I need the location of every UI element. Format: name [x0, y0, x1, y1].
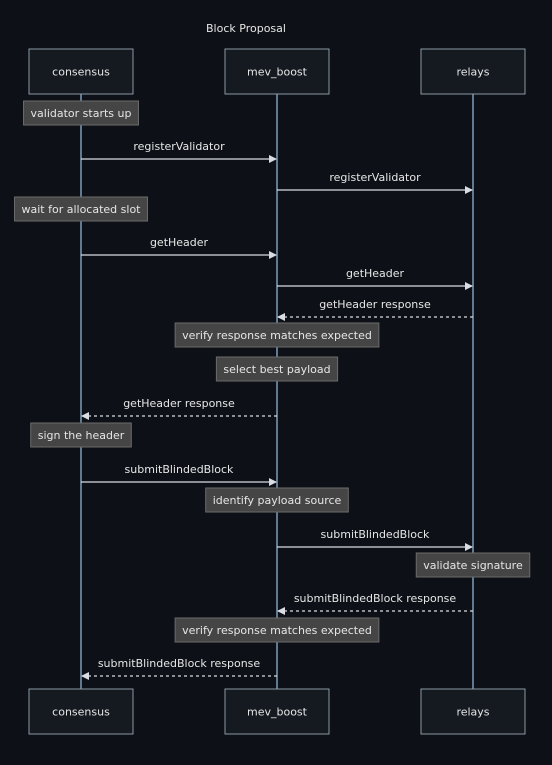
- actor-relays-top: relays: [420, 48, 526, 95]
- note-box: [174, 617, 380, 643]
- note-text: wait for allocated slot: [22, 203, 142, 216]
- message-label: submitBlindedBlock response: [98, 657, 261, 670]
- message: submitBlindedBlock response: [277, 592, 473, 615]
- actor-label: relays: [456, 66, 489, 79]
- note-box: [415, 552, 531, 578]
- actor-box: [224, 688, 330, 735]
- note-text: validator starts up: [31, 107, 132, 120]
- actor-label: mev_boost: [247, 706, 308, 719]
- actor-label: consensus: [52, 706, 110, 719]
- message: registerValidator: [81, 140, 277, 163]
- actor-box: [420, 688, 526, 735]
- note: verify response matches expected: [174, 617, 380, 643]
- note: wait for allocated slot: [14, 196, 148, 222]
- message-label: submitBlindedBlock: [125, 463, 235, 476]
- actor-box: [28, 688, 134, 735]
- message-label: registerValidator: [133, 140, 225, 153]
- message-label: submitBlindedBlock response: [294, 592, 457, 605]
- note: identify payload source: [205, 487, 349, 513]
- actor-box: [28, 48, 134, 95]
- actor-consensus-top: consensus: [28, 48, 134, 95]
- note-text: validate signature: [423, 559, 523, 572]
- message-label: submitBlindedBlock: [321, 528, 431, 541]
- note-box: [14, 196, 148, 222]
- message: getHeader response: [81, 397, 277, 420]
- note: select best payload: [215, 356, 339, 382]
- message: getHeader: [81, 236, 277, 259]
- note-text: sign the header: [38, 429, 125, 442]
- note-text: identify payload source: [213, 494, 342, 507]
- note-box: [30, 422, 132, 448]
- message: submitBlindedBlock: [277, 528, 473, 551]
- note: sign the header: [30, 422, 132, 448]
- message: getHeader response: [277, 298, 473, 321]
- note: verify response matches expected: [174, 322, 380, 348]
- message-label: getHeader response: [319, 298, 431, 311]
- note-box: [174, 322, 380, 348]
- actor-box: [420, 48, 526, 95]
- message: getHeader: [277, 267, 473, 290]
- actor-mev_boost-bottom: mev_boost: [224, 688, 330, 735]
- actor-box: [224, 48, 330, 95]
- diagram-title: Block Proposal: [206, 22, 286, 35]
- message-label: getHeader: [150, 236, 209, 249]
- message-label: getHeader response: [123, 397, 235, 410]
- note-box: [23, 100, 139, 126]
- note-text: verify response matches expected: [182, 329, 372, 342]
- note-box: [215, 356, 339, 382]
- message-label: registerValidator: [329, 171, 421, 184]
- note-box: [205, 487, 349, 513]
- note-text: verify response matches expected: [182, 624, 372, 637]
- note: validate signature: [415, 552, 531, 578]
- message: submitBlindedBlock: [81, 463, 277, 486]
- actor-label: mev_boost: [247, 66, 308, 79]
- actor-label: consensus: [52, 66, 110, 79]
- note: validator starts up: [23, 100, 139, 126]
- message: registerValidator: [277, 171, 473, 194]
- message-label: getHeader: [346, 267, 405, 280]
- actor-label: relays: [456, 706, 489, 719]
- message: submitBlindedBlock response: [81, 657, 277, 680]
- actor-mev_boost-top: mev_boost: [224, 48, 330, 95]
- actor-consensus-bottom: consensus: [28, 688, 134, 735]
- actor-relays-bottom: relays: [420, 688, 526, 735]
- note-text: select best payload: [223, 363, 330, 376]
